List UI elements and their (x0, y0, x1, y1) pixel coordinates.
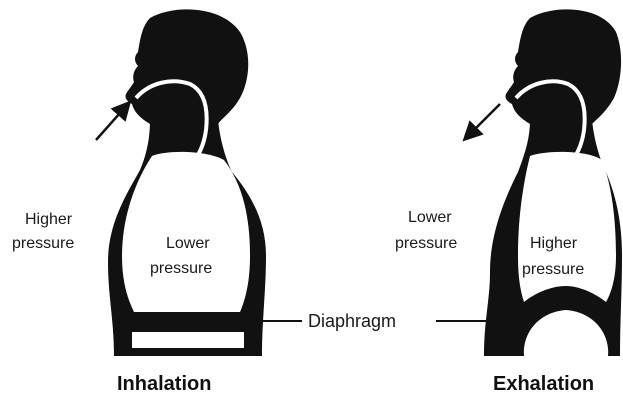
exhalation-inside-label-line2: pressure (522, 261, 584, 278)
inhalation-diaphragm (120, 312, 262, 332)
inhalation-inside-label-line1: Lower (166, 235, 210, 252)
exhalation-caption: Exhalation (493, 373, 594, 394)
diaphragm-label: Diaphragm (308, 311, 396, 331)
exhalation-arrow (466, 104, 500, 138)
inhalation-caption: Inhalation (117, 373, 211, 394)
inhalation-inside-label-line2: pressure (150, 260, 212, 277)
inhalation-lower-cavity (132, 332, 244, 348)
inhalation-arrow (96, 104, 128, 140)
exhalation-outside-label-line2: pressure (395, 235, 457, 252)
inhalation-head (125, 9, 248, 124)
exhalation-lung-cavity (518, 152, 616, 302)
inhalation-outside-label-line1: Higher (25, 211, 73, 228)
inhalation-lung-cavity (122, 152, 250, 312)
exhalation-inside-label-line1: Higher (530, 235, 578, 252)
inhalation-outside-label-line2: pressure (12, 235, 74, 252)
exhalation-head (505, 9, 621, 124)
exhalation-outside-label-line1: Lower (408, 209, 452, 226)
exhalation-figure (466, 9, 622, 356)
inhalation-figure (96, 9, 266, 356)
